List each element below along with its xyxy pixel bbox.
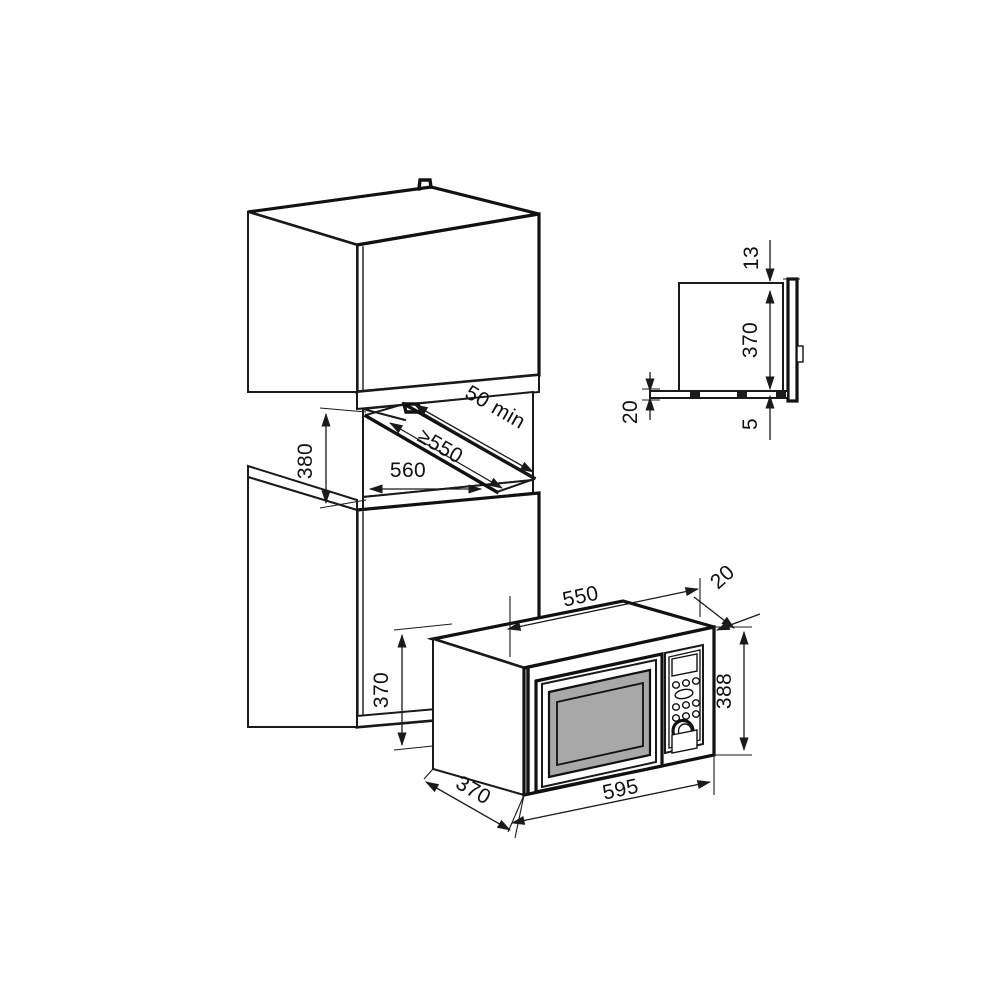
control-button[interactable] [671, 703, 681, 711]
side-detail-base-strip [649, 390, 789, 399]
niche-depth-line-top-left [361, 407, 407, 422]
control-button[interactable] [691, 710, 701, 718]
dim-label-lower-clearance: 370 [370, 672, 393, 708]
microwave-door-glass-inner [556, 681, 644, 767]
dim-line-370c [425, 781, 511, 831]
side-detail-body [678, 282, 784, 395]
dim-label-niche-width: 560 [390, 459, 426, 482]
dimension-foot-offset: 20 [619, 372, 660, 424]
control-button[interactable] [681, 679, 691, 687]
control-button[interactable] [671, 681, 681, 689]
control-button-row-1[interactable] [671, 677, 701, 689]
niche-inner-diagonal-b [364, 402, 406, 417]
dim-label-bottom-gap: 5 [739, 418, 762, 430]
control-button[interactable] [671, 714, 681, 722]
dim-label-side-body-height: 370 [739, 322, 762, 358]
control-button[interactable] [691, 677, 701, 685]
ext-line-370c-a [423, 768, 434, 780]
display-window[interactable] [671, 653, 698, 677]
control-oval-button[interactable] [674, 688, 694, 700]
dimension-niche-height: 380 [294, 407, 367, 509]
dimension-top-gap: 13 [740, 240, 800, 283]
side-detail-front-panel [786, 277, 799, 403]
niche-top-shelf [356, 373, 540, 411]
dim-label-foot-offset: 20 [619, 400, 642, 424]
ext-line-380-bottom [319, 499, 367, 509]
cabinet-view: 380 560 ≥550 50 min 370 [247, 178, 541, 751]
dim-line-595 [510, 780, 712, 825]
control-button[interactable] [681, 712, 691, 720]
ext-line-370b-top [393, 623, 453, 631]
microwave-door-inner-frame [541, 658, 657, 789]
dim-line-550-appliance [506, 587, 700, 631]
cabinet-lower-left-face [247, 475, 358, 728]
side-section-detail-view: 13 370 5 20 [619, 240, 804, 440]
dimension-front-height: 388 [713, 626, 752, 756]
dim-line-50min [414, 404, 534, 473]
side-detail-foot-right [776, 391, 786, 397]
side-detail-foot-center [737, 391, 747, 397]
control-button[interactable] [681, 701, 691, 709]
dim-label-top-gap: 13 [740, 246, 763, 270]
ext-line-370c-b [514, 794, 525, 839]
side-detail-foot-left [690, 391, 700, 397]
cabinet-top-lip [417, 178, 433, 191]
cabinet-upper-front-face [355, 212, 541, 394]
dim-leader-20b-b [693, 596, 735, 629]
side-detail-handle-nub [796, 345, 804, 363]
ext-line-380-top [319, 407, 367, 413]
control-button-row-2[interactable] [671, 699, 701, 711]
microwave-control-panel-inner [668, 649, 701, 749]
dimension-bottom-gap: 5 [739, 394, 775, 440]
door-open-button[interactable] [671, 729, 698, 754]
niche-inner-diagonal-d [495, 477, 536, 494]
microwave-appliance-view: 550 20 388 595 370 [423, 561, 761, 839]
control-button-row-3[interactable] [671, 710, 701, 722]
dimension-side-body-height: 370 [739, 289, 775, 391]
dim-label-niche-height: 380 [294, 443, 317, 479]
control-button[interactable] [691, 699, 701, 707]
dim-label-front-height: 388 [713, 673, 736, 709]
